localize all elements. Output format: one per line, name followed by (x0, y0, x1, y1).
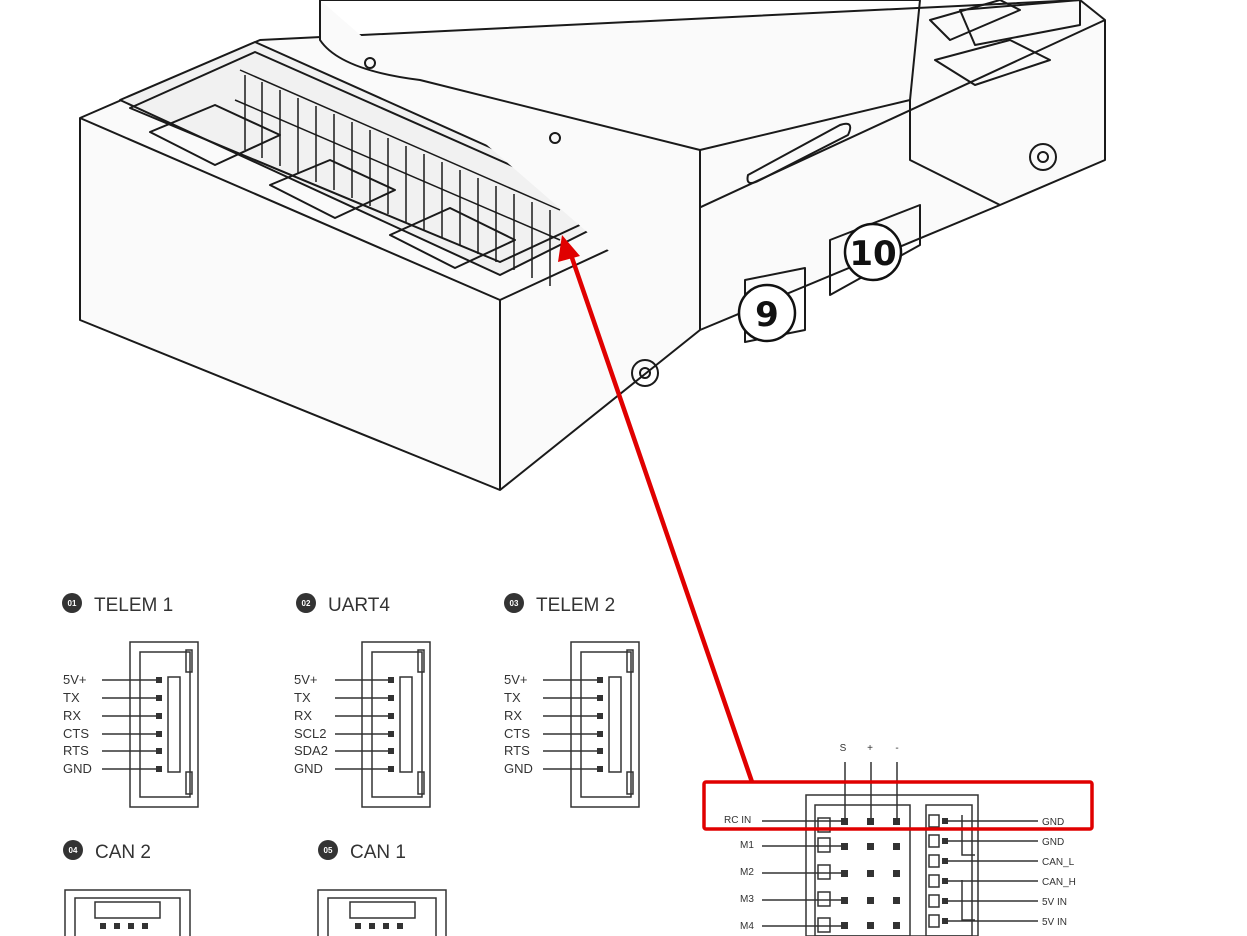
svg-text:01: 01 (68, 599, 77, 608)
callout-9: 9 (737, 283, 797, 343)
connector-uart4: 02 UART4 5V+ TX RX SCL2 SDA2 GND (294, 593, 431, 808)
svg-text:TX: TX (504, 690, 521, 705)
left-leads (762, 820, 845, 927)
right-leads (945, 820, 1038, 922)
pin-labels: 5V+ TX RX CTS RTS GND (504, 672, 533, 776)
right-labels: GND GND CAN_L CAN_H 5V IN 5V IN (1042, 817, 1076, 928)
svg-text:SDA2: SDA2 (294, 743, 328, 758)
pin-dots (355, 923, 403, 929)
connector-title: CAN 2 (95, 842, 151, 863)
pin-leads (102, 679, 160, 770)
svg-text:04: 04 (69, 846, 78, 855)
svg-text:05: 05 (324, 846, 333, 855)
svg-text:M4: M4 (740, 921, 754, 932)
pin-dots (156, 677, 162, 772)
top-leads (844, 762, 898, 820)
index-badge-01: 01 (62, 593, 82, 613)
pin-leads (335, 679, 392, 770)
svg-text:9: 9 (755, 295, 779, 335)
svg-text:RX: RX (294, 708, 312, 723)
connector-can2: 04 CAN 2 (63, 840, 191, 936)
pin-labels: 5V+ TX RX CTS RTS GND (63, 672, 92, 776)
index-badge-03: 03 (504, 593, 524, 613)
index-badge-04: 04 (63, 840, 83, 860)
flight-controller-device (79, 0, 1106, 491)
svg-text:S: S (840, 743, 847, 754)
rail-header-pinout: S + - (724, 743, 1076, 936)
connector-title: TELEM 1 (94, 595, 173, 616)
red-arrow (558, 235, 755, 783)
index-badge-05: 05 (318, 840, 338, 860)
svg-text:5V+: 5V+ (63, 672, 87, 687)
left-labels: RC IN M1 M2 M3 M4 (724, 815, 754, 932)
connector-telem1: 01 TELEM 1 5V+ TX RX CTS RTS GND (62, 593, 199, 808)
svg-text:SCL2: SCL2 (294, 726, 327, 741)
svg-text:-: - (895, 743, 898, 754)
connector-telem2: 03 TELEM 2 5V+ TX RX CTS RTS GND (504, 593, 640, 808)
svg-text:RC IN: RC IN (724, 815, 751, 826)
top-labels: S + - (840, 743, 899, 754)
connector-body (129, 641, 199, 808)
connector-body (317, 889, 447, 936)
index-badge-02: 02 (296, 593, 316, 613)
svg-text:RX: RX (63, 708, 81, 723)
svg-text:5V IN: 5V IN (1042, 917, 1067, 928)
svg-text:GND: GND (294, 761, 323, 776)
connector-body (570, 641, 640, 808)
svg-text:GND: GND (1042, 837, 1064, 848)
svg-text:CTS: CTS (504, 726, 530, 741)
svg-text:M3: M3 (740, 894, 754, 905)
svg-text:CTS: CTS (63, 726, 89, 741)
header-body (805, 794, 979, 936)
connector-body (64, 889, 191, 936)
rc-in-highlight-box (702, 780, 1094, 831)
svg-text:TX: TX (294, 690, 311, 705)
svg-text:5V IN: 5V IN (1042, 897, 1067, 908)
connector-body (361, 641, 431, 808)
svg-text:RTS: RTS (504, 743, 530, 758)
svg-text:5V+: 5V+ (294, 672, 318, 687)
pin-leads (543, 679, 600, 770)
svg-text:CAN_H: CAN_H (1042, 877, 1076, 888)
svg-text:GND: GND (1042, 817, 1064, 828)
svg-text:02: 02 (302, 599, 311, 608)
connector-title: UART4 (328, 595, 390, 616)
callout-10: 10 (843, 222, 903, 282)
pin-dots (597, 677, 603, 772)
svg-text:5V+: 5V+ (504, 672, 528, 687)
pin-dots (100, 923, 148, 929)
svg-text:+: + (867, 743, 873, 754)
svg-text:RX: RX (504, 708, 522, 723)
pin-dots (388, 677, 394, 772)
svg-text:TX: TX (63, 690, 80, 705)
pin-labels: 5V+ TX RX SCL2 SDA2 GND (294, 672, 328, 776)
connector-title: CAN 1 (350, 842, 406, 863)
svg-text:RTS: RTS (63, 743, 89, 758)
svg-text:M1: M1 (740, 840, 754, 851)
connector-can1: 05 CAN 1 (317, 840, 447, 936)
svg-text:GND: GND (504, 761, 533, 776)
svg-text:03: 03 (510, 599, 519, 608)
connector-title: TELEM 2 (536, 595, 615, 616)
svg-text:CAN_L: CAN_L (1042, 857, 1075, 868)
svg-text:M2: M2 (740, 867, 754, 878)
svg-text:GND: GND (63, 761, 92, 776)
svg-text:10: 10 (849, 234, 896, 274)
